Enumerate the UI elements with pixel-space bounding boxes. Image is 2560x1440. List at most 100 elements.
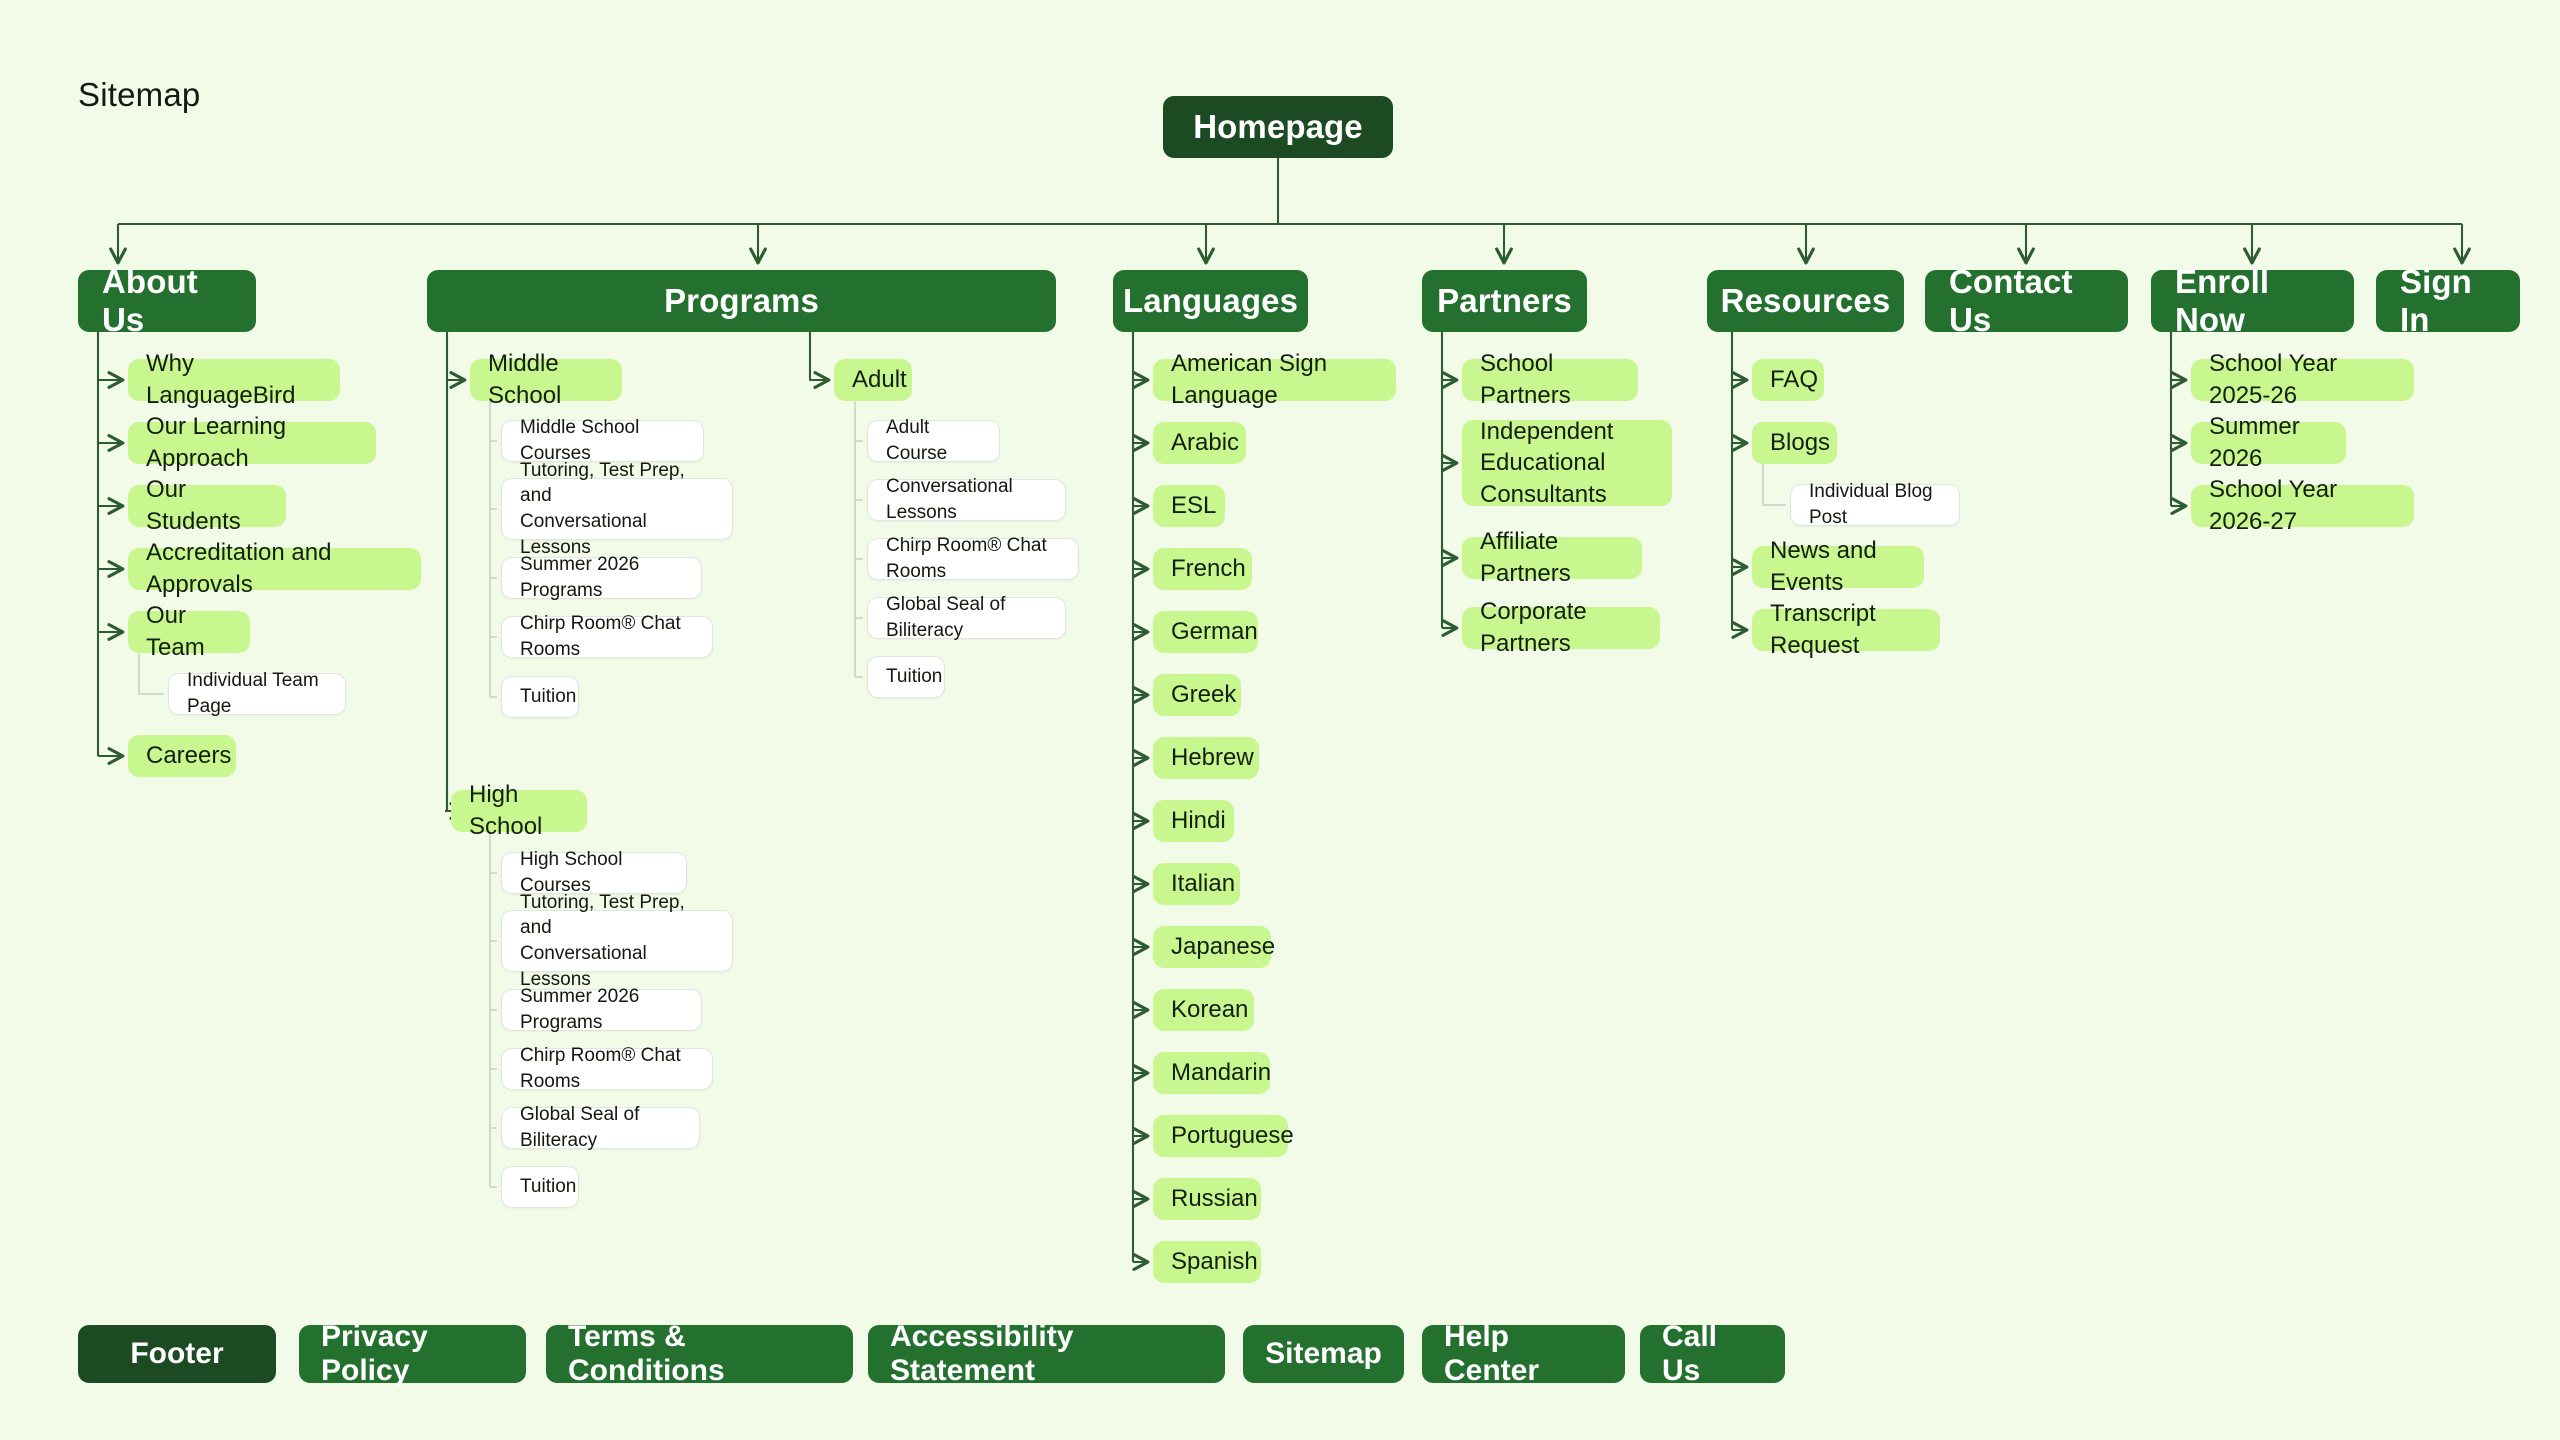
node-label: Blogs bbox=[1770, 429, 1831, 457]
node-lang-japanese[interactable]: Japanese bbox=[1153, 926, 1275, 968]
node-adult-conversational-lessons[interactable]: Conversational Lessons bbox=[867, 476, 1066, 523]
page-title: Sitemap bbox=[78, 76, 201, 113]
node-transcript-request[interactable]: Transcript Request bbox=[1752, 600, 1940, 659]
node-footer-sitemap[interactable]: Sitemap bbox=[1243, 1325, 1404, 1383]
node-lang-russian[interactable]: Russian bbox=[1153, 1178, 1261, 1220]
node-label: Homepage bbox=[1193, 108, 1363, 145]
node-footer[interactable]: Footer bbox=[78, 1325, 276, 1383]
node-label: Russian bbox=[1171, 1185, 1258, 1213]
node-ms-chirp-room-chat-rooms[interactable]: Chirp Room® Chat Rooms bbox=[501, 613, 713, 660]
node-footer-terms-conditions[interactable]: Terms & Conditions bbox=[546, 1320, 853, 1387]
node-languages[interactable]: Languages bbox=[1113, 270, 1308, 332]
node-label: Sign In bbox=[2400, 263, 2472, 338]
node-lang-german[interactable]: German bbox=[1153, 611, 1258, 653]
node-our-learning-approach[interactable]: Our Learning Approach bbox=[128, 413, 376, 472]
node-adult-global-seal-of-biliteracy[interactable]: Global Seal of Biliteracy bbox=[867, 594, 1066, 641]
node-label: News and Events bbox=[1770, 537, 1877, 596]
node-ms-tuition[interactable]: Tuition bbox=[501, 676, 579, 718]
node-ms-tutoring-test-prep[interactable]: Tutoring, Test Prep, and Conversational … bbox=[501, 460, 733, 558]
node-affiliate-partners[interactable]: Affiliate Partners bbox=[1462, 528, 1642, 587]
node-partners[interactable]: Partners bbox=[1422, 270, 1587, 332]
node-school-partners[interactable]: School Partners bbox=[1462, 350, 1638, 409]
node-resources[interactable]: Resources bbox=[1707, 270, 1904, 332]
node-middle-school[interactable]: Middle School bbox=[470, 350, 622, 409]
node-lang-korean[interactable]: Korean bbox=[1153, 989, 1254, 1031]
node-label: Enroll Now bbox=[2175, 263, 2270, 338]
node-hs-tutoring-test-prep[interactable]: Tutoring, Test Prep, and Conversational … bbox=[501, 892, 733, 990]
node-school-year-2026-27[interactable]: School Year 2026-27 bbox=[2191, 476, 2414, 535]
node-independent-educational-consultants[interactable]: Independent Educational Consultants bbox=[1462, 418, 1672, 508]
node-label: Accessibility Statement bbox=[890, 1320, 1074, 1387]
node-label: Summer 2026 Programs bbox=[520, 986, 640, 1033]
node-footer-privacy-policy[interactable]: Privacy Policy bbox=[299, 1320, 526, 1387]
node-hs-global-seal-of-biliteracy[interactable]: Global Seal of Biliteracy bbox=[501, 1104, 700, 1151]
node-accreditation-and-approvals[interactable]: Accreditation and Approvals bbox=[128, 539, 421, 598]
node-high-school-courses[interactable]: High School Courses bbox=[501, 849, 687, 896]
node-enroll-now[interactable]: Enroll Now bbox=[2151, 263, 2354, 338]
node-our-team[interactable]: Our Team bbox=[128, 602, 250, 661]
node-label: Middle School bbox=[488, 350, 562, 409]
node-lang-portuguese[interactable]: Portuguese bbox=[1153, 1115, 1294, 1157]
node-lang-hebrew[interactable]: Hebrew bbox=[1153, 737, 1259, 779]
node-label: Hebrew bbox=[1171, 744, 1254, 772]
node-high-school[interactable]: High School bbox=[451, 781, 587, 840]
node-adult-tuition[interactable]: Tuition bbox=[867, 656, 945, 698]
node-lang-french[interactable]: French bbox=[1153, 548, 1252, 590]
node-lang-american-sign-language[interactable]: American Sign Language bbox=[1153, 350, 1396, 409]
node-blogs[interactable]: Blogs bbox=[1752, 422, 1837, 464]
node-why-languagebird[interactable]: Why LanguageBird bbox=[128, 350, 340, 409]
node-individual-team-page[interactable]: Individual Team Page bbox=[168, 670, 346, 717]
node-label: Tuition bbox=[886, 666, 943, 688]
node-label: Portuguese bbox=[1171, 1122, 1294, 1150]
node-label: Programs bbox=[664, 282, 819, 319]
node-our-students[interactable]: Our Students bbox=[128, 476, 286, 535]
node-middle-school-courses[interactable]: Middle School Courses bbox=[501, 417, 704, 464]
node-label: Corporate Partners bbox=[1480, 598, 1587, 657]
node-contact-us[interactable]: Contact Us bbox=[1925, 263, 2128, 338]
node-lang-italian[interactable]: Italian bbox=[1153, 863, 1240, 905]
node-programs[interactable]: Programs bbox=[427, 270, 1056, 332]
node-label: Contact Us bbox=[1949, 263, 2073, 338]
node-hs-summer-2026-programs[interactable]: Summer 2026 Programs bbox=[501, 986, 702, 1033]
node-lang-hindi[interactable]: Hindi bbox=[1153, 800, 1234, 842]
node-label: Italian bbox=[1171, 870, 1236, 898]
node-label: Global Seal of Biliteracy bbox=[520, 1104, 640, 1151]
node-about-us[interactable]: About Us bbox=[78, 263, 256, 338]
node-label: Careers bbox=[146, 742, 232, 770]
node-footer-help-center[interactable]: Help Center bbox=[1422, 1320, 1625, 1387]
node-label: Greek bbox=[1171, 681, 1237, 709]
node-label: Independent Educational Consultants bbox=[1480, 417, 1614, 508]
node-summer-2026[interactable]: Summer 2026 bbox=[2191, 413, 2346, 472]
node-lang-arabic[interactable]: Arabic bbox=[1153, 422, 1246, 464]
node-label: Individual Blog Post bbox=[1809, 481, 1933, 528]
node-careers[interactable]: Careers bbox=[128, 735, 236, 777]
node-lang-esl[interactable]: ESL bbox=[1153, 485, 1225, 527]
node-label: Tuition bbox=[520, 1176, 577, 1198]
node-school-year-2025-26[interactable]: School Year 2025-26 bbox=[2191, 350, 2414, 409]
node-homepage[interactable]: Homepage bbox=[1163, 96, 1393, 158]
node-ms-summer-2026-programs[interactable]: Summer 2026 Programs bbox=[501, 554, 702, 601]
node-label: FAQ bbox=[1770, 366, 1819, 394]
node-label: Languages bbox=[1122, 282, 1299, 319]
node-sign-in[interactable]: Sign In bbox=[2376, 263, 2520, 338]
node-adult-course[interactable]: Adult Course bbox=[867, 417, 1000, 464]
node-adult[interactable]: Adult bbox=[834, 359, 912, 401]
node-lang-mandarin[interactable]: Mandarin bbox=[1153, 1052, 1272, 1094]
node-label: Mandarin bbox=[1171, 1059, 1272, 1087]
node-label: Resources bbox=[1720, 282, 1891, 319]
node-label: School Partners bbox=[1480, 350, 1571, 409]
node-hs-tuition[interactable]: Tuition bbox=[501, 1166, 579, 1208]
node-label: Global Seal of Biliteracy bbox=[886, 594, 1006, 641]
node-lang-spanish[interactable]: Spanish bbox=[1153, 1241, 1261, 1283]
node-faq[interactable]: FAQ bbox=[1752, 359, 1824, 401]
node-label: Our Students bbox=[146, 476, 241, 535]
node-footer-call-us[interactable]: Call Us bbox=[1640, 1320, 1785, 1387]
node-footer-accessibility-statement[interactable]: Accessibility Statement bbox=[868, 1320, 1225, 1387]
node-individual-blog-post[interactable]: Individual Blog Post bbox=[1790, 481, 1960, 528]
node-lang-greek[interactable]: Greek bbox=[1153, 674, 1241, 716]
node-news-and-events[interactable]: News and Events bbox=[1752, 537, 1924, 596]
node-adult-chirp-room-chat-rooms[interactable]: Chirp Room® Chat Rooms bbox=[867, 535, 1079, 582]
node-corporate-partners[interactable]: Corporate Partners bbox=[1462, 598, 1660, 657]
node-hs-chirp-room-chat-rooms[interactable]: Chirp Room® Chat Rooms bbox=[501, 1045, 713, 1092]
